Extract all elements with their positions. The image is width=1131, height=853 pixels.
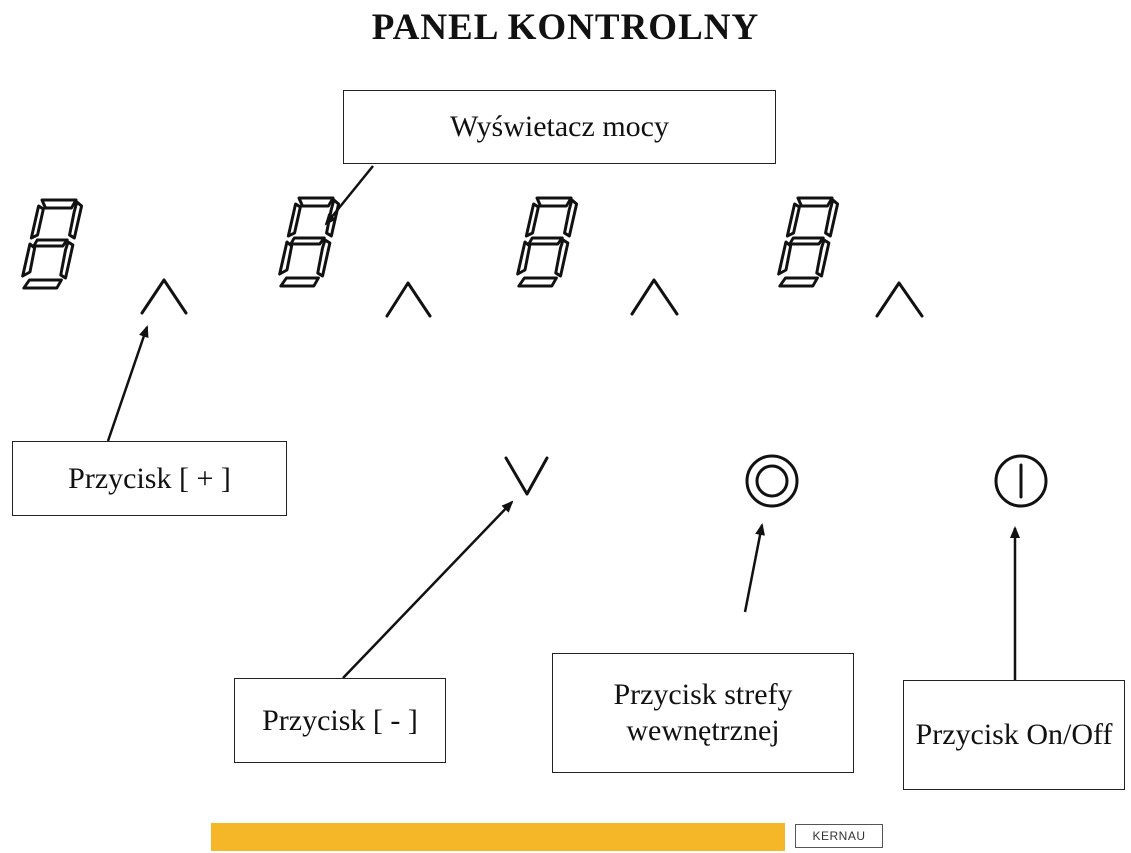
plus-button-3[interactable] xyxy=(630,278,679,316)
plus-button-label: Przycisk [ + ] xyxy=(12,441,287,516)
inner-zone-arrow xyxy=(743,523,765,613)
footer-accent-bar xyxy=(211,823,785,851)
plus-button-4[interactable] xyxy=(875,281,924,318)
onoff-button-label: Przycisk On/Off xyxy=(903,680,1125,790)
power-display-3 xyxy=(515,196,579,288)
power-display-label: Wyświetacz mocy xyxy=(343,90,776,164)
power-display-1 xyxy=(20,198,84,290)
onoff-button[interactable] xyxy=(994,454,1048,508)
minus-arrow xyxy=(342,500,514,679)
minus-button[interactable] xyxy=(504,456,549,496)
plus-button-2[interactable] xyxy=(385,281,432,318)
page-title: PANEL KONTROLNY xyxy=(371,7,760,48)
minus-button-label: Przycisk [ - ] xyxy=(234,678,446,763)
power-display-2 xyxy=(277,196,341,288)
plus-button-1[interactable] xyxy=(140,278,188,315)
power-display-4 xyxy=(776,196,840,288)
brand-logo: KERNAU xyxy=(795,824,883,848)
plus-arrow xyxy=(106,325,149,442)
inner-zone-button-label: Przycisk strefy wewnętrznej xyxy=(552,653,854,773)
inner-zone-button[interactable] xyxy=(745,454,799,508)
power-display-leader xyxy=(324,165,374,226)
